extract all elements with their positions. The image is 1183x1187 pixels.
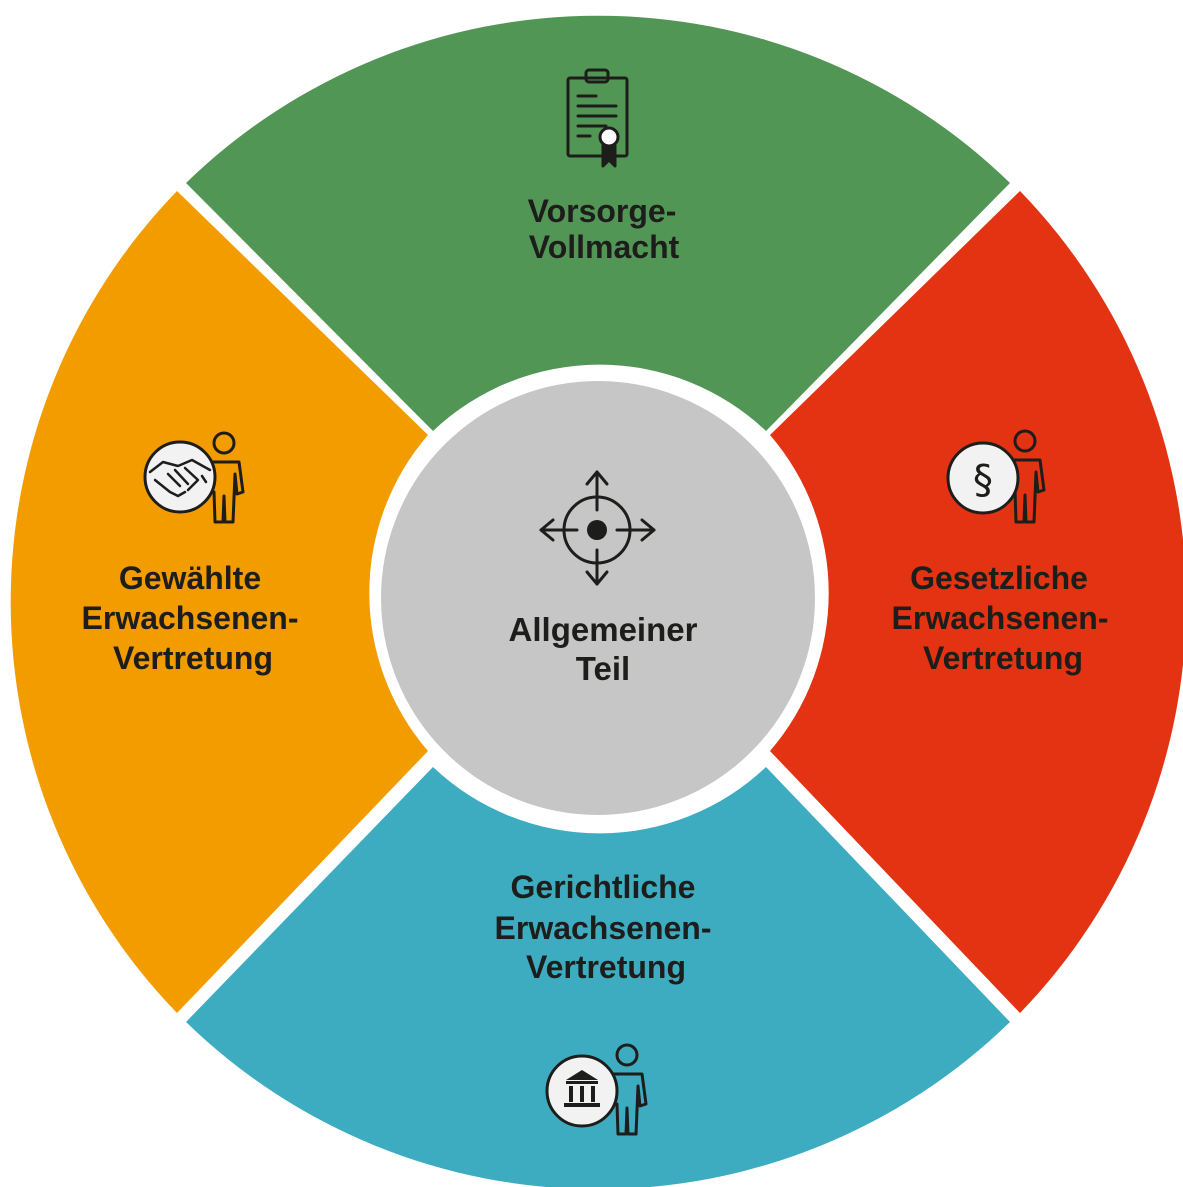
paragraph-icon: § bbox=[973, 457, 993, 503]
segment-right-gesetzliche-vertretung[interactable] bbox=[770, 191, 1183, 1013]
segment-bottom-gerichtliche-vertretung[interactable] bbox=[186, 767, 1010, 1187]
top-label-line2: Vollmacht bbox=[529, 229, 680, 265]
segment-top-vorsorgevollmacht[interactable] bbox=[186, 15, 1010, 432]
court-building-person-icon bbox=[545, 1043, 648, 1136]
paragraph-person-icon: § bbox=[946, 429, 1046, 524]
right-label-line3: Vertretung bbox=[923, 640, 1083, 676]
person-icon bbox=[612, 1043, 648, 1136]
center-circle[interactable] bbox=[373, 373, 823, 823]
target-arrows-icon bbox=[539, 470, 656, 586]
handshake-person-icon bbox=[143, 431, 245, 524]
certificate-clipboard-icon bbox=[566, 68, 629, 168]
center-label-line2: Teil bbox=[576, 650, 630, 687]
bottom-label-line1: Gerichtliche bbox=[511, 869, 696, 905]
right-label-line1: Gesetzliche bbox=[910, 560, 1088, 596]
center-label-line1: Allgemeiner bbox=[509, 611, 698, 648]
left-label-line2: Erwachsenen- bbox=[82, 600, 299, 636]
bottom-label-line2: Erwachsenen- bbox=[495, 910, 712, 946]
court-building-icon bbox=[564, 1070, 600, 1107]
person-icon bbox=[1010, 429, 1046, 524]
paragraph-badge bbox=[946, 441, 1020, 515]
segment-left-gewaehlte-vertretung[interactable] bbox=[10, 191, 428, 1013]
left-label-line1: Gewählte bbox=[119, 560, 261, 596]
person-icon bbox=[209, 431, 245, 524]
left-label-line3: Vertretung bbox=[113, 640, 273, 676]
right-label-line2: Erwachsenen- bbox=[892, 600, 1109, 636]
bottom-label-line3: Vertretung bbox=[526, 949, 686, 985]
handshake-icon bbox=[148, 458, 212, 498]
top-label-line1: Vorsorge- bbox=[528, 193, 677, 229]
